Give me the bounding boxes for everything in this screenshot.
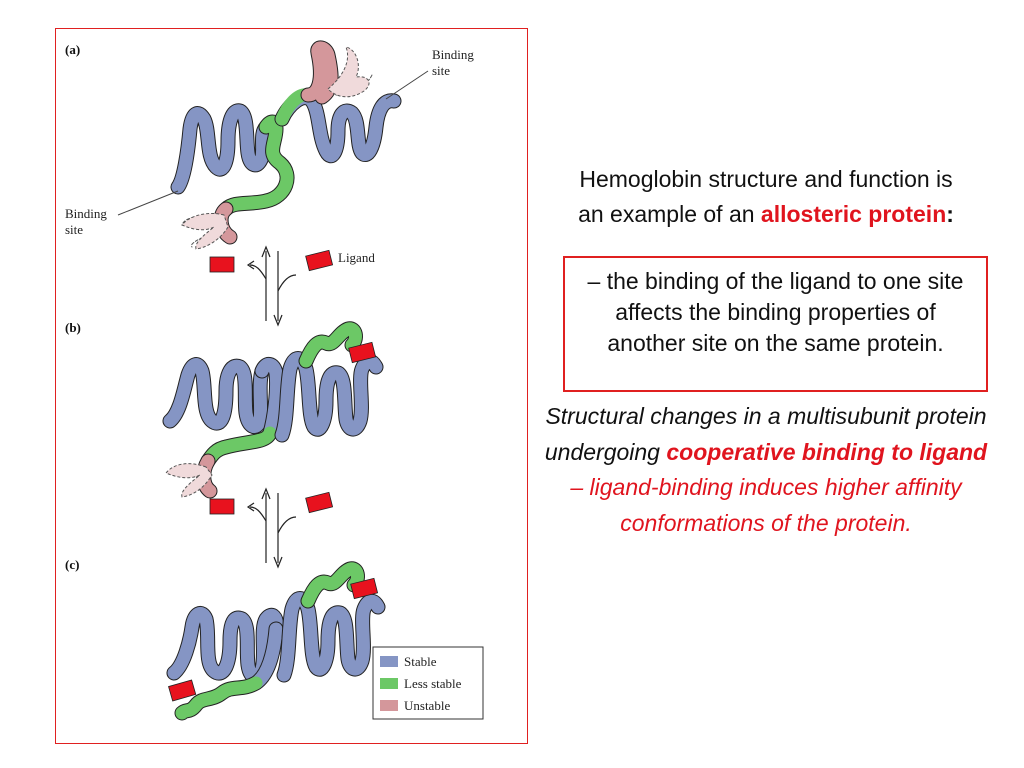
- ghost-flaps-b: [165, 463, 213, 498]
- figure-panel: (a) Binding site: [55, 28, 528, 744]
- intro-line-2: an example of an allosteric protein:: [540, 197, 992, 232]
- ligand-released-2: [209, 498, 235, 515]
- binding-site-label-top-line1: Binding: [432, 47, 474, 62]
- protein-b: [162, 321, 384, 499]
- equilibrium-arrows-1: [246, 245, 297, 327]
- legend: Stable Less stable Unstable: [372, 646, 484, 720]
- allosteric-protein-highlight: allosteric protein: [760, 201, 947, 227]
- intro-line-2-prefix: an example of an: [578, 201, 761, 227]
- caption-part-1: Structural changes in a multisubunit pro…: [544, 403, 987, 465]
- legend-swatch-stable: [380, 656, 398, 667]
- ligand-bound-c-top: [350, 577, 379, 600]
- caption-part-3: – ligand-binding induces higher affinity…: [570, 474, 962, 536]
- allosteric-diagram: (a) Binding site: [65, 40, 484, 721]
- legend-label-stable: Stable: [404, 654, 437, 669]
- intro-text: Hemoglobin structure and function is an …: [540, 162, 992, 232]
- intro-line-1: Hemoglobin structure and function is: [579, 166, 953, 192]
- panel-label-b: (b): [65, 320, 81, 335]
- pointer-line-top: [385, 70, 429, 100]
- panel-label-a: (a): [65, 42, 80, 57]
- panel-label-c: (c): [65, 557, 79, 572]
- binding-site-label-left-line2: site: [65, 222, 83, 237]
- legend-label-less-stable: Less stable: [404, 676, 462, 691]
- binding-site-label-left-line1: Binding: [65, 206, 107, 221]
- ligand-bound-c-bottom: [168, 679, 197, 702]
- intro-colon: :: [946, 201, 954, 227]
- ligand-incoming-2: [305, 491, 334, 514]
- ligand-incoming-1: [305, 249, 334, 272]
- ligand-released-1: [209, 256, 235, 273]
- binding-site-label-top-line2: site: [432, 63, 450, 78]
- ligand-label: Ligand: [338, 250, 375, 265]
- legend-label-unstable: Unstable: [404, 698, 450, 713]
- legend-swatch-unstable: [380, 700, 398, 711]
- definition-text: – the binding of the ligand to one site …: [587, 268, 964, 356]
- ghost-flaps-a: [181, 46, 370, 250]
- pointer-line-left: [117, 190, 179, 216]
- figure-caption: Structural changes in a multisubunit pro…: [536, 399, 996, 541]
- definition-box: – the binding of the ligand to one site …: [563, 256, 988, 392]
- ligand-bound-b: [348, 341, 377, 364]
- equilibrium-arrows-2: [246, 487, 297, 569]
- protein-c: [166, 561, 386, 721]
- caption-cooperative-binding: cooperative binding to ligand: [666, 438, 988, 465]
- legend-swatch-less-stable: [380, 678, 398, 689]
